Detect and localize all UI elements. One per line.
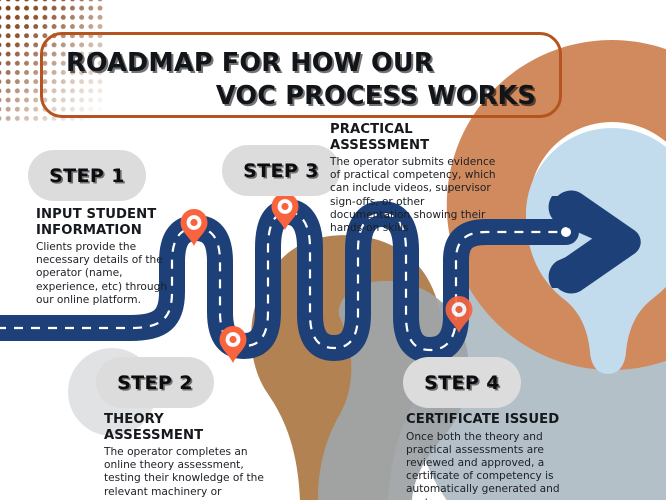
road-end-dot — [561, 227, 571, 237]
step-text-3: PRACTICAL ASSESSMENT The operator submit… — [330, 122, 500, 235]
step-badge-2[interactable]: STEP 2 — [96, 357, 214, 408]
terracotta-ring — [446, 40, 666, 370]
arrow-right-lower-wing — [548, 242, 600, 288]
title-box: ROADMAP FOR HOW OUR VOC PROCESS WORKS — [40, 32, 562, 118]
step-heading-1: INPUT STUDENT INFORMATION — [36, 207, 157, 238]
step-heading-3: PRACTICAL ASSESSMENT — [330, 122, 430, 153]
step-heading-4: CERTIFICATE ISSUED — [406, 412, 560, 427]
step-heading-2: THEORY ASSESSMENT — [104, 412, 204, 443]
step-badge-1[interactable]: STEP 1 — [28, 150, 146, 201]
title-line-2: VOC PROCESS WORKS — [215, 81, 536, 111]
step-badge-4[interactable]: STEP 4 — [403, 357, 521, 408]
title-line-1: ROADMAP FOR HOW OUR — [66, 48, 434, 78]
map-pin-step-1[interactable] — [180, 209, 208, 246]
step-badge-3[interactable]: STEP 3 — [222, 145, 340, 196]
map-pin-step-4[interactable] — [445, 296, 473, 333]
map-pin-step-3[interactable] — [271, 193, 299, 230]
step-text-2: THEORY ASSESSMENT The operator completes… — [104, 412, 264, 500]
arrow-right-upper-wing — [548, 196, 600, 242]
map-pin-step-2[interactable] — [219, 326, 247, 363]
step-text-1: INPUT STUDENT INFORMATION Clients provid… — [36, 207, 176, 307]
step-body-1: Clients provide the necessary details of… — [36, 241, 168, 306]
step-body-2: The operator completes an online theory … — [104, 446, 264, 500]
step-text-4: CERTIFICATE ISSUED Once both the theory … — [406, 412, 571, 500]
step-body-3: The operator submits evidence of practic… — [330, 156, 496, 235]
step-body-4: Once both the theory and practical asses… — [406, 430, 560, 500]
